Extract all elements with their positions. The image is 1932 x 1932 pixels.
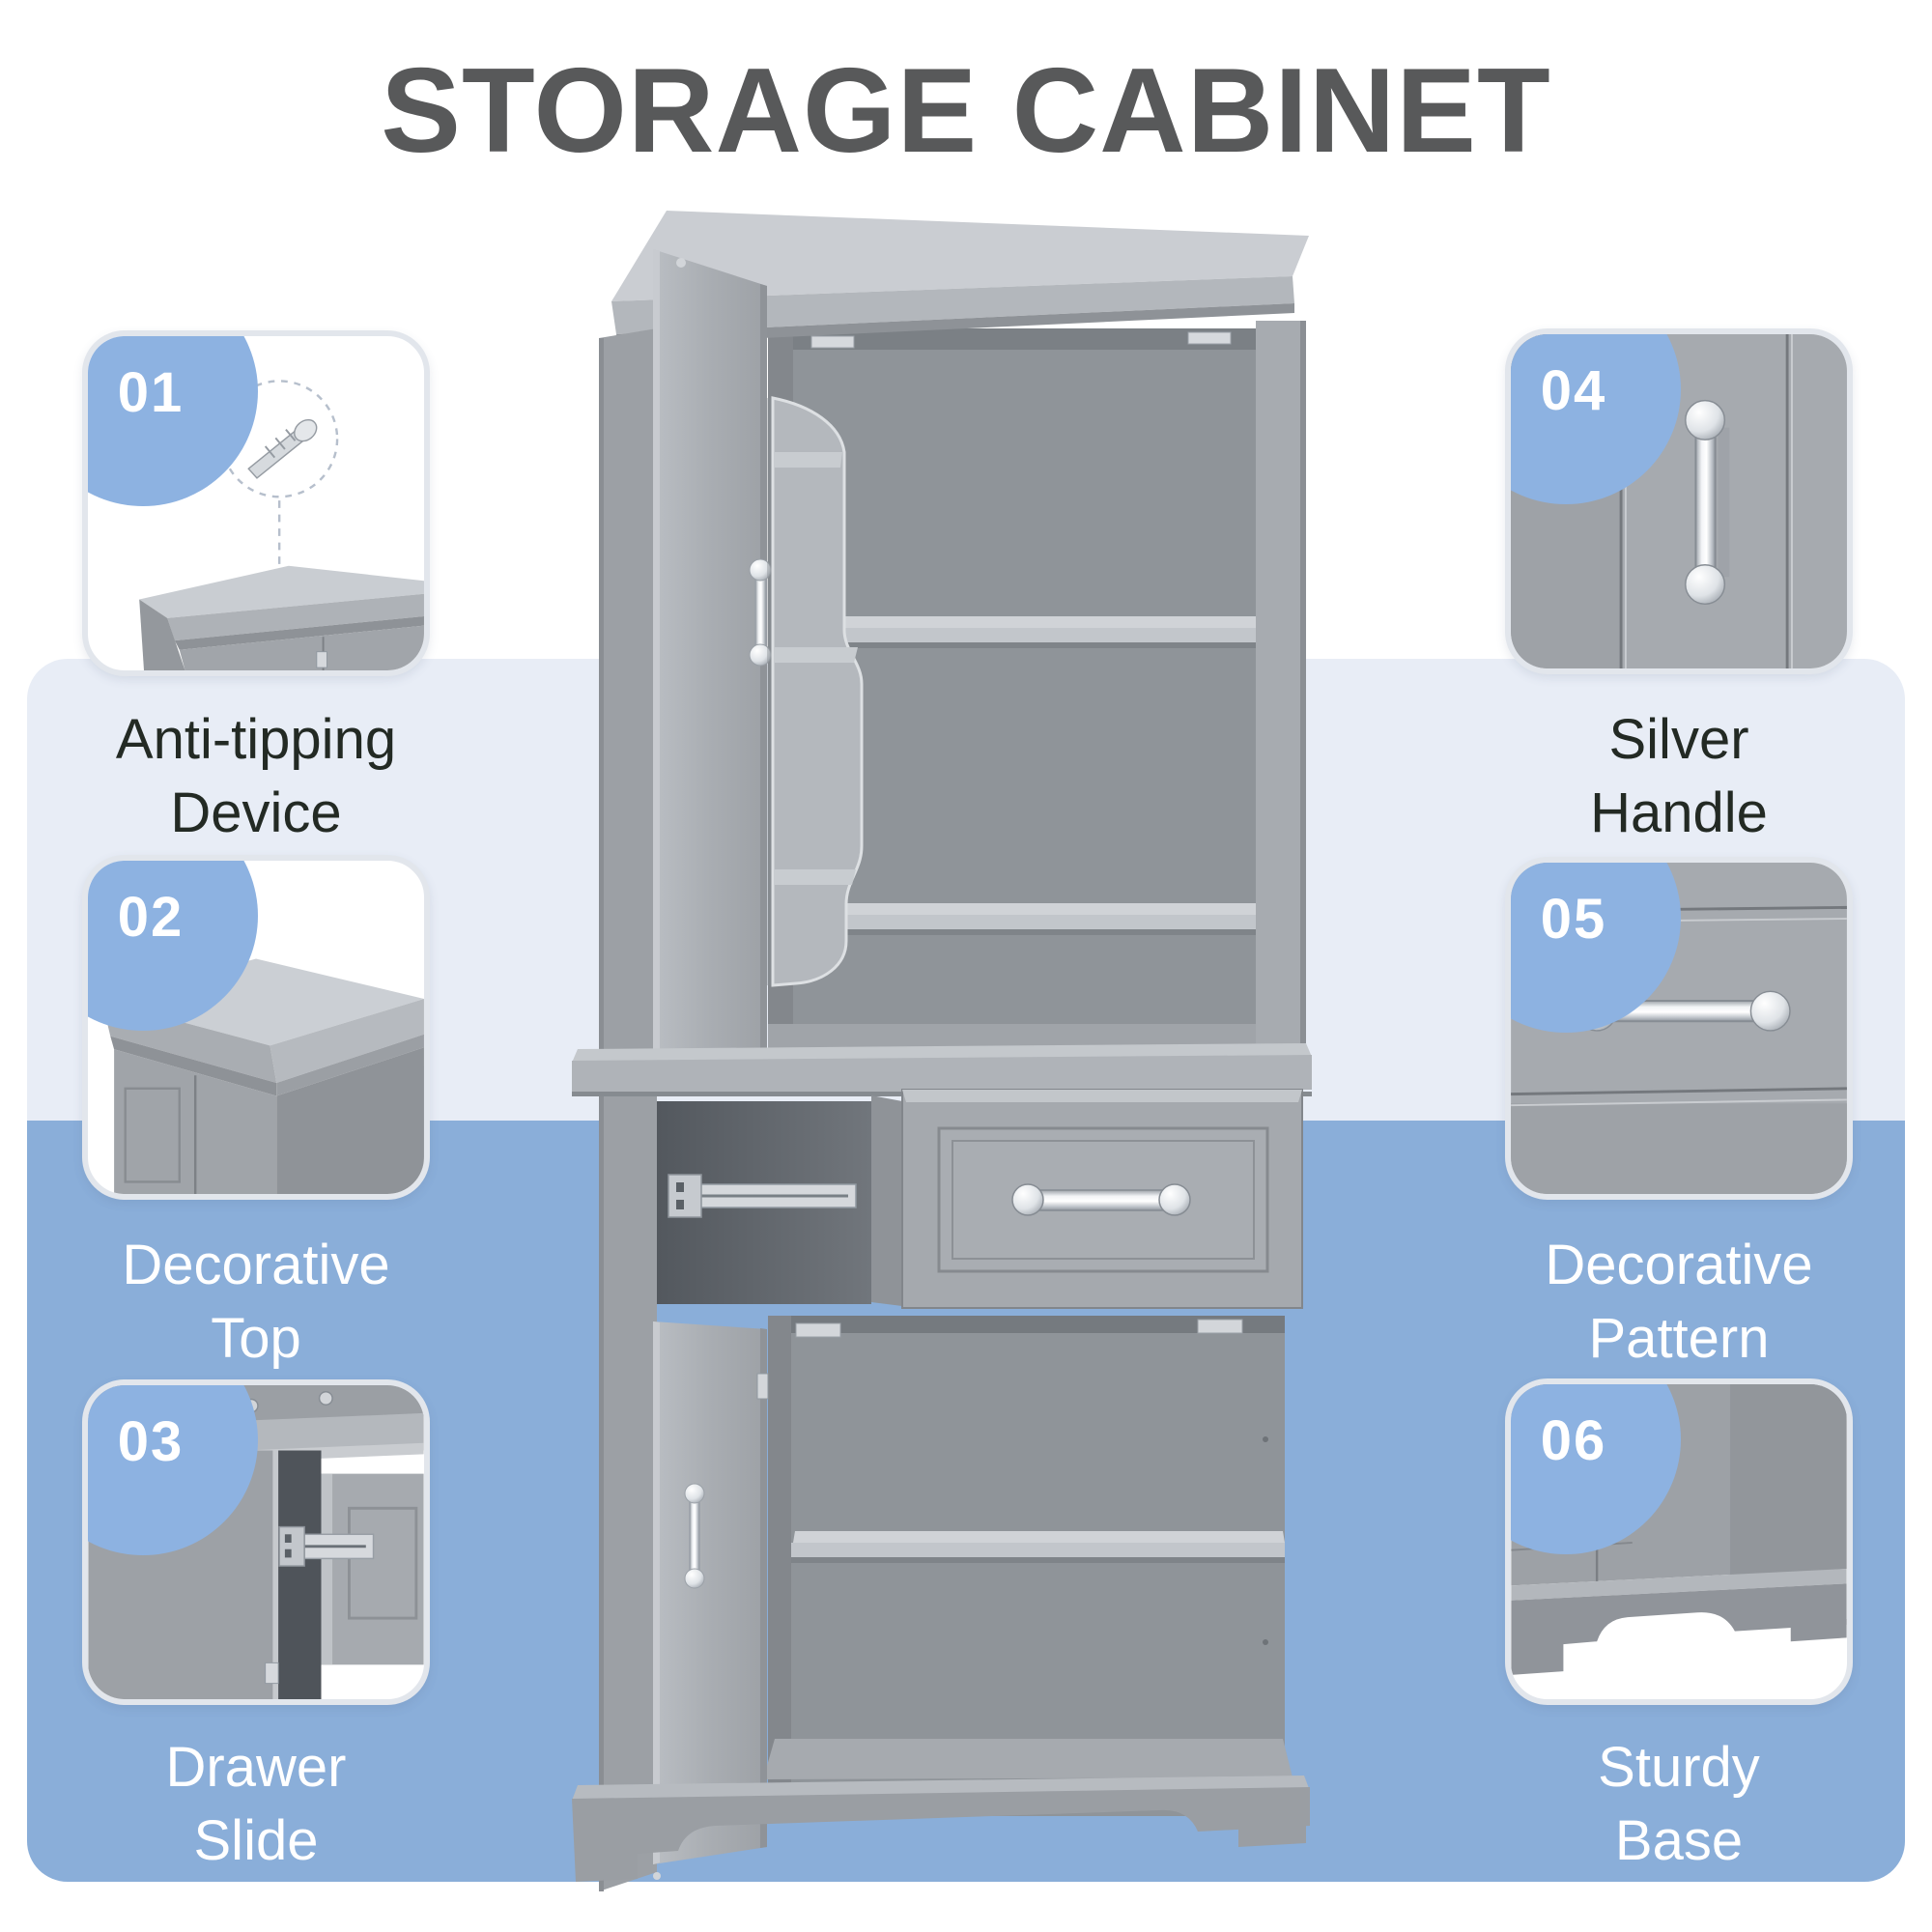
label-line: Drawer xyxy=(165,1736,347,1799)
left-side-panel xyxy=(599,328,657,1891)
anti-tipping-device-image xyxy=(139,380,424,670)
label-line: Slide xyxy=(193,1809,319,1872)
right-front-stile xyxy=(1256,321,1306,1053)
lower-cabinet-interior xyxy=(763,1316,1293,1816)
feature-label-drawer-slide: Drawer Slide xyxy=(34,1731,478,1878)
feature-card-sturdy-base: 06 xyxy=(1505,1378,1853,1705)
feature-label-decorative-top: Decorative Top xyxy=(34,1229,478,1376)
cabinet-top-corner xyxy=(139,565,424,670)
feature-label-silver-handle: Silver Handle xyxy=(1457,703,1901,850)
cabinet-crown-top xyxy=(611,211,1309,345)
feature-card-silver-handle: 04 xyxy=(1505,328,1853,674)
label-line: Silver xyxy=(1608,708,1749,771)
storage-cabinet-illustration xyxy=(572,211,1312,1891)
feature-number-badge: 05 xyxy=(1511,863,1681,1033)
label-line: Pattern xyxy=(1588,1307,1770,1370)
label-line: Top xyxy=(211,1307,301,1370)
page-title: STORAGE CABINET xyxy=(381,44,1551,178)
cabinet-top-corner xyxy=(101,958,424,1194)
feature-label-sturdy-base: Sturdy Base xyxy=(1457,1731,1901,1878)
feature-card-decorative-pattern: 05 xyxy=(1505,857,1853,1200)
lower-door-handle xyxy=(684,1483,705,1589)
upper-open-door xyxy=(653,249,772,1080)
feature-label-decorative-pattern: Decorative Pattern xyxy=(1457,1229,1901,1376)
feature-number: 01 xyxy=(117,360,185,424)
feature-number: 06 xyxy=(1540,1408,1607,1472)
door-organizer-rack xyxy=(767,396,864,987)
label-line: Base xyxy=(1614,1809,1744,1872)
feature-number: 05 xyxy=(1540,887,1607,951)
upper-door-handle xyxy=(749,558,772,667)
label-line: Decorative xyxy=(122,1234,390,1296)
feature-label-anti-tipping: Anti-tipping Device xyxy=(34,703,478,850)
feature-card-drawer-slide: 03 xyxy=(82,1379,430,1705)
feature-number: 03 xyxy=(117,1409,185,1473)
feature-number: 02 xyxy=(117,885,185,949)
upper-shelves xyxy=(793,616,1285,935)
sturdy-base-plinth xyxy=(572,1776,1310,1882)
open-drawer xyxy=(657,1089,1303,1309)
waist-molding xyxy=(572,1043,1312,1096)
label-line: Anti-tipping xyxy=(115,708,397,771)
decorative-top-image xyxy=(101,958,424,1194)
lower-open-door xyxy=(653,1321,769,1864)
label-line: Decorative xyxy=(1545,1234,1813,1296)
label-line: Sturdy xyxy=(1598,1736,1760,1799)
feature-number: 04 xyxy=(1540,358,1607,422)
drawer-handle xyxy=(1011,1183,1191,1216)
feature-card-anti-tipping: 01 xyxy=(82,330,430,676)
label-line: Handle xyxy=(1590,781,1768,844)
drawer-slide-rail xyxy=(668,1174,857,1218)
label-line: Device xyxy=(170,781,342,844)
feature-card-decorative-top: 02 xyxy=(82,855,430,1200)
